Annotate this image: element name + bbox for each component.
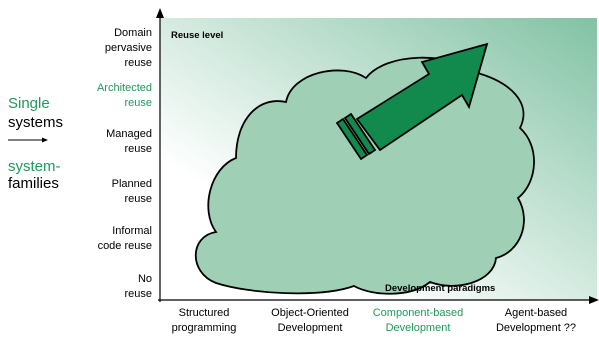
x-paradigm-structured: Structured programming xyxy=(171,307,237,334)
arrow-head-body xyxy=(355,42,489,152)
x-paradigm-component-based: Component-based Development xyxy=(372,307,464,334)
y-axis-arrowhead xyxy=(156,8,164,18)
system-families-label-2: families xyxy=(8,175,59,192)
y-level-managed: Managed reuse xyxy=(106,128,152,155)
x-paradigm-object-oriented: Object-Oriented Development xyxy=(271,307,349,334)
transition-arrowhead xyxy=(42,137,48,143)
single-label: Single xyxy=(8,95,50,112)
arrow-stripe-2 xyxy=(343,112,377,156)
development-paradigms-label: Development paradigms xyxy=(385,283,496,294)
y-level-informal: Informal code reuse xyxy=(97,225,152,252)
system-families-label-1: system- xyxy=(8,158,61,175)
arrow-stripe-1 xyxy=(335,117,369,161)
x-axis-arrowhead xyxy=(589,296,599,304)
systems-label: systems xyxy=(8,114,64,131)
progress-arrow xyxy=(335,42,489,161)
y-level-domain-pervasive: Domain pervasive reuse xyxy=(104,27,152,69)
reuse-level-label: Reuse level xyxy=(171,30,224,41)
y-level-planned: Planned reuse xyxy=(111,178,152,205)
y-level-no-reuse: No reuse xyxy=(124,273,152,300)
y-level-architected: Architected reuse xyxy=(96,82,152,109)
cloud-shape xyxy=(194,56,535,295)
x-paradigm-agent-based: Agent-based Development ?? xyxy=(495,307,577,334)
